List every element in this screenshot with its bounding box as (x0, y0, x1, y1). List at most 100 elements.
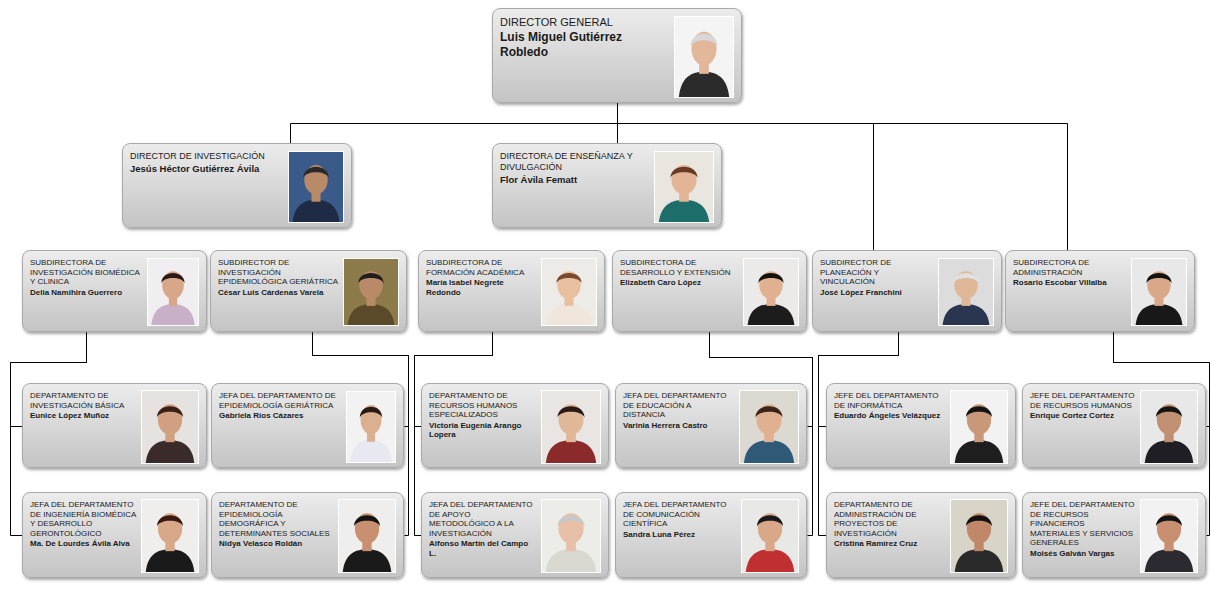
portrait-photo (739, 390, 799, 464)
org-box: SUBDIRECTOR DE INVESTIGACIÓN EPIDEMIOLÓG… (210, 250, 407, 332)
box-text: SUBDIRECTORA DE INVESTIGACIÓN BIOMÉDICA … (30, 258, 143, 297)
org-box: JEFA DEL DEPARTAMENTO DE EPIDEMIOLOGÍA G… (211, 383, 404, 468)
box-text: DIRECTORA DE ENSEÑANZA Y DIVULGACIÓNFlor… (500, 151, 650, 185)
org-box: JEFA DEL DEPARTAMENTO DE COMUNICACIÓN CI… (615, 492, 807, 578)
portrait-photo (338, 499, 396, 573)
person-name: Eunice López Muñoz (30, 411, 137, 421)
org-box: SUBDIRECTOR DE PLANEACIÓN Y VINCULACIÓNJ… (812, 250, 1002, 332)
box-text: DEPARTAMENTO DE ADMINISTRACIÓN DE PROYEC… (834, 500, 946, 549)
person-name: Nidya Velasco Roldán (219, 539, 334, 549)
org-box: JEFE DEL DEPARTAMENTO DE RECURSOS HUMANO… (1022, 383, 1206, 468)
portrait-photo (147, 258, 199, 326)
portrait-photo (1131, 258, 1187, 326)
person-name: José López Franchini (820, 288, 934, 298)
box-text: JEFA DEL DEPARTAMENTO DE COMUNICACIÓN CI… (623, 500, 737, 539)
org-box: SUBDIRECTORA DE FORMACIÓN ACADÉMICAMaría… (418, 250, 605, 332)
box-text: JEFA DEL DEPARTAMENTO DE EPIDEMIOLOGÍA G… (219, 391, 342, 421)
portrait-photo (141, 390, 199, 464)
person-name: Flor Ávila Fematt (500, 174, 650, 185)
position-title: SUBDIRECTORA DE DESARROLLO Y EXTENSIÓN (620, 258, 739, 277)
person-name: Moisés Galván Vargas (1030, 549, 1136, 559)
person-name: Alfonso Martín del Campo L. (429, 539, 537, 558)
portrait-photo (346, 391, 396, 463)
org-box: JEFE DEL DEPARTAMENTO DE RECURSOS FINANC… (1022, 492, 1206, 578)
org-box: DEPARTAMENTO DE RECURSOS HUMANOS ESPECIA… (421, 383, 609, 468)
portrait-photo (288, 151, 344, 223)
position-title: JEFA DEL DEPARTAMENTO DE INGENIERÍA BIOM… (30, 500, 137, 538)
portrait-photo (141, 499, 199, 573)
person-name: Cristina Ramírez Cruz (834, 539, 946, 549)
person-name: Rosario Escobar Villalba (1013, 278, 1127, 288)
position-title: JEFA DEL DEPARTAMENTO DE APOYO METODOLÓG… (429, 500, 537, 538)
person-name: Delia Namihira Guerrero (30, 288, 143, 298)
box-text: SUBDIRECTORA DE ADMINISTRACIÓNRosario Es… (1013, 258, 1127, 288)
box-text: SUBDIRECTORA DE FORMACIÓN ACADÉMICAMaría… (426, 258, 537, 297)
org-box: SUBDIRECTORA DE ADMINISTRACIÓNRosario Es… (1005, 250, 1195, 332)
portrait-photo (741, 499, 799, 573)
position-title: SUBDIRECTORA DE INVESTIGACIÓN BIOMÉDICA … (30, 258, 143, 287)
org-box: DEPARTAMENTO DE EPIDEMIOLOGÍA DEMOGRÁFIC… (211, 492, 404, 578)
person-name: Sandra Luna Pérez (623, 530, 737, 540)
box-text: JEFA DEL DEPARTAMENTO DE APOYO METODOLÓG… (429, 500, 537, 559)
person-name: Luis Miguel Gutiérrez Robledo (500, 30, 670, 59)
org-connector (291, 104, 618, 144)
portrait-photo (950, 390, 1008, 464)
position-title: JEFA DEL DEPARTAMENTO DE COMUNICACIÓN CI… (623, 500, 737, 529)
org-box: DIRECTORA DE ENSEÑANZA Y DIVULGACIÓNFlor… (492, 143, 722, 228)
org-box: JEFA DEL DEPARTAMENTO DE INGENIERÍA BIOM… (22, 492, 207, 578)
person-name: Victoria Eugenia Arango Lopera (429, 421, 537, 440)
person-name: Varinia Herrera Castro (623, 421, 735, 431)
portrait-photo (938, 258, 994, 326)
org-box: SUBDIRECTORA DE DESARROLLO Y EXTENSIÓNEl… (612, 250, 807, 332)
portrait-photo (541, 258, 597, 326)
position-title: SUBDIRECTOR DE PLANEACIÓN Y VINCULACIÓN (820, 258, 934, 287)
box-text: JEFA DEL DEPARTAMENTO DE INGENIERÍA BIOM… (30, 500, 137, 549)
position-title: DIRECTOR DE INVESTIGACIÓN (130, 151, 284, 162)
position-title: JEFE DEL DEPARTAMENTO DE RECURSOS HUMANO… (1030, 391, 1136, 410)
position-title: JEFE DEL DEPARTAMENTO DE RECURSOS FINANC… (1030, 500, 1136, 548)
person-name: Ma. De Lourdes Ávila Alva (30, 539, 137, 549)
org-box: JEFE DEL DEPARTAMENTO DE INFORMÁTICAEdua… (826, 383, 1016, 468)
person-name: Eduardo Ángeles Velázquez (834, 411, 946, 421)
portrait-photo (541, 390, 601, 464)
box-text: JEFE DEL DEPARTAMENTO DE RECURSOS FINANC… (1030, 500, 1136, 559)
org-box: JEFA DEL DEPARTAMENTO DE EDUCACIÓN A DIS… (615, 383, 807, 468)
box-text: DEPARTAMENTO DE INVESTIGACIÓN BÁSICAEuni… (30, 391, 137, 421)
person-name: Enrique Cortez Cortez (1030, 411, 1136, 421)
position-title: DIRECTOR GENERAL (500, 16, 670, 29)
box-text: SUBDIRECTOR DE INVESTIGACIÓN EPIDEMIOLÓG… (218, 258, 339, 297)
person-name: Elizabeth Caro López (620, 278, 739, 288)
portrait-photo (743, 258, 799, 326)
position-title: JEFA DEL DEPARTAMENTO DE EDUCACIÓN A DIS… (623, 391, 735, 420)
person-name: Jesús Héctor Gutiérrez Ávila (130, 163, 284, 174)
box-text: JEFA DEL DEPARTAMENTO DE EDUCACIÓN A DIS… (623, 391, 735, 430)
position-title: DEPARTAMENTO DE EPIDEMIOLOGÍA DEMOGRÁFIC… (219, 500, 334, 538)
org-box: JEFA DEL DEPARTAMENTO DE APOYO METODOLÓG… (421, 492, 609, 578)
box-text: DEPARTAMENTO DE RECURSOS HUMANOS ESPECIA… (429, 391, 537, 440)
position-title: DEPARTAMENTO DE RECURSOS HUMANOS ESPECIA… (429, 391, 537, 420)
org-box: DEPARTAMENTO DE ADMINISTRACIÓN DE PROYEC… (826, 492, 1016, 578)
position-title: DEPARTAMENTO DE ADMINISTRACIÓN DE PROYEC… (834, 500, 946, 538)
org-connector (618, 104, 1068, 251)
box-text: SUBDIRECTORA DE DESARROLLO Y EXTENSIÓNEl… (620, 258, 739, 288)
position-title: JEFE DEL DEPARTAMENTO DE INFORMÁTICA (834, 391, 946, 410)
portrait-photo (1140, 390, 1198, 464)
box-text: JEFE DEL DEPARTAMENTO DE RECURSOS HUMANO… (1030, 391, 1136, 421)
org-box: DIRECTOR DE INVESTIGACIÓNJesús Héctor Gu… (122, 143, 352, 228)
box-text: DIRECTOR GENERALLuis Miguel Gutiérrez Ro… (500, 16, 670, 59)
person-name: César Luis Cárdenas Varela (218, 288, 339, 298)
portrait-photo (541, 499, 601, 573)
position-title: DIRECTORA DE ENSEÑANZA Y DIVULGACIÓN (500, 151, 650, 173)
person-name: María Isabel Negrete Redondo (426, 278, 537, 297)
portrait-photo (654, 151, 714, 223)
box-text: DIRECTOR DE INVESTIGACIÓNJesús Héctor Gu… (130, 151, 284, 174)
org-box: SUBDIRECTORA DE INVESTIGACIÓN BIOMÉDICA … (22, 250, 207, 332)
position-title: SUBDIRECTOR DE INVESTIGACIÓN EPIDEMIOLÓG… (218, 258, 339, 287)
portrait-photo (950, 499, 1008, 573)
portrait-photo (1140, 499, 1198, 573)
box-text: DEPARTAMENTO DE EPIDEMIOLOGÍA DEMOGRÁFIC… (219, 500, 334, 549)
box-text: JEFE DEL DEPARTAMENTO DE INFORMÁTICAEdua… (834, 391, 946, 421)
org-box: DIRECTOR GENERALLuis Miguel Gutiérrez Ro… (492, 8, 742, 103)
org-box: DEPARTAMENTO DE INVESTIGACIÓN BÁSICAEuni… (22, 383, 207, 468)
